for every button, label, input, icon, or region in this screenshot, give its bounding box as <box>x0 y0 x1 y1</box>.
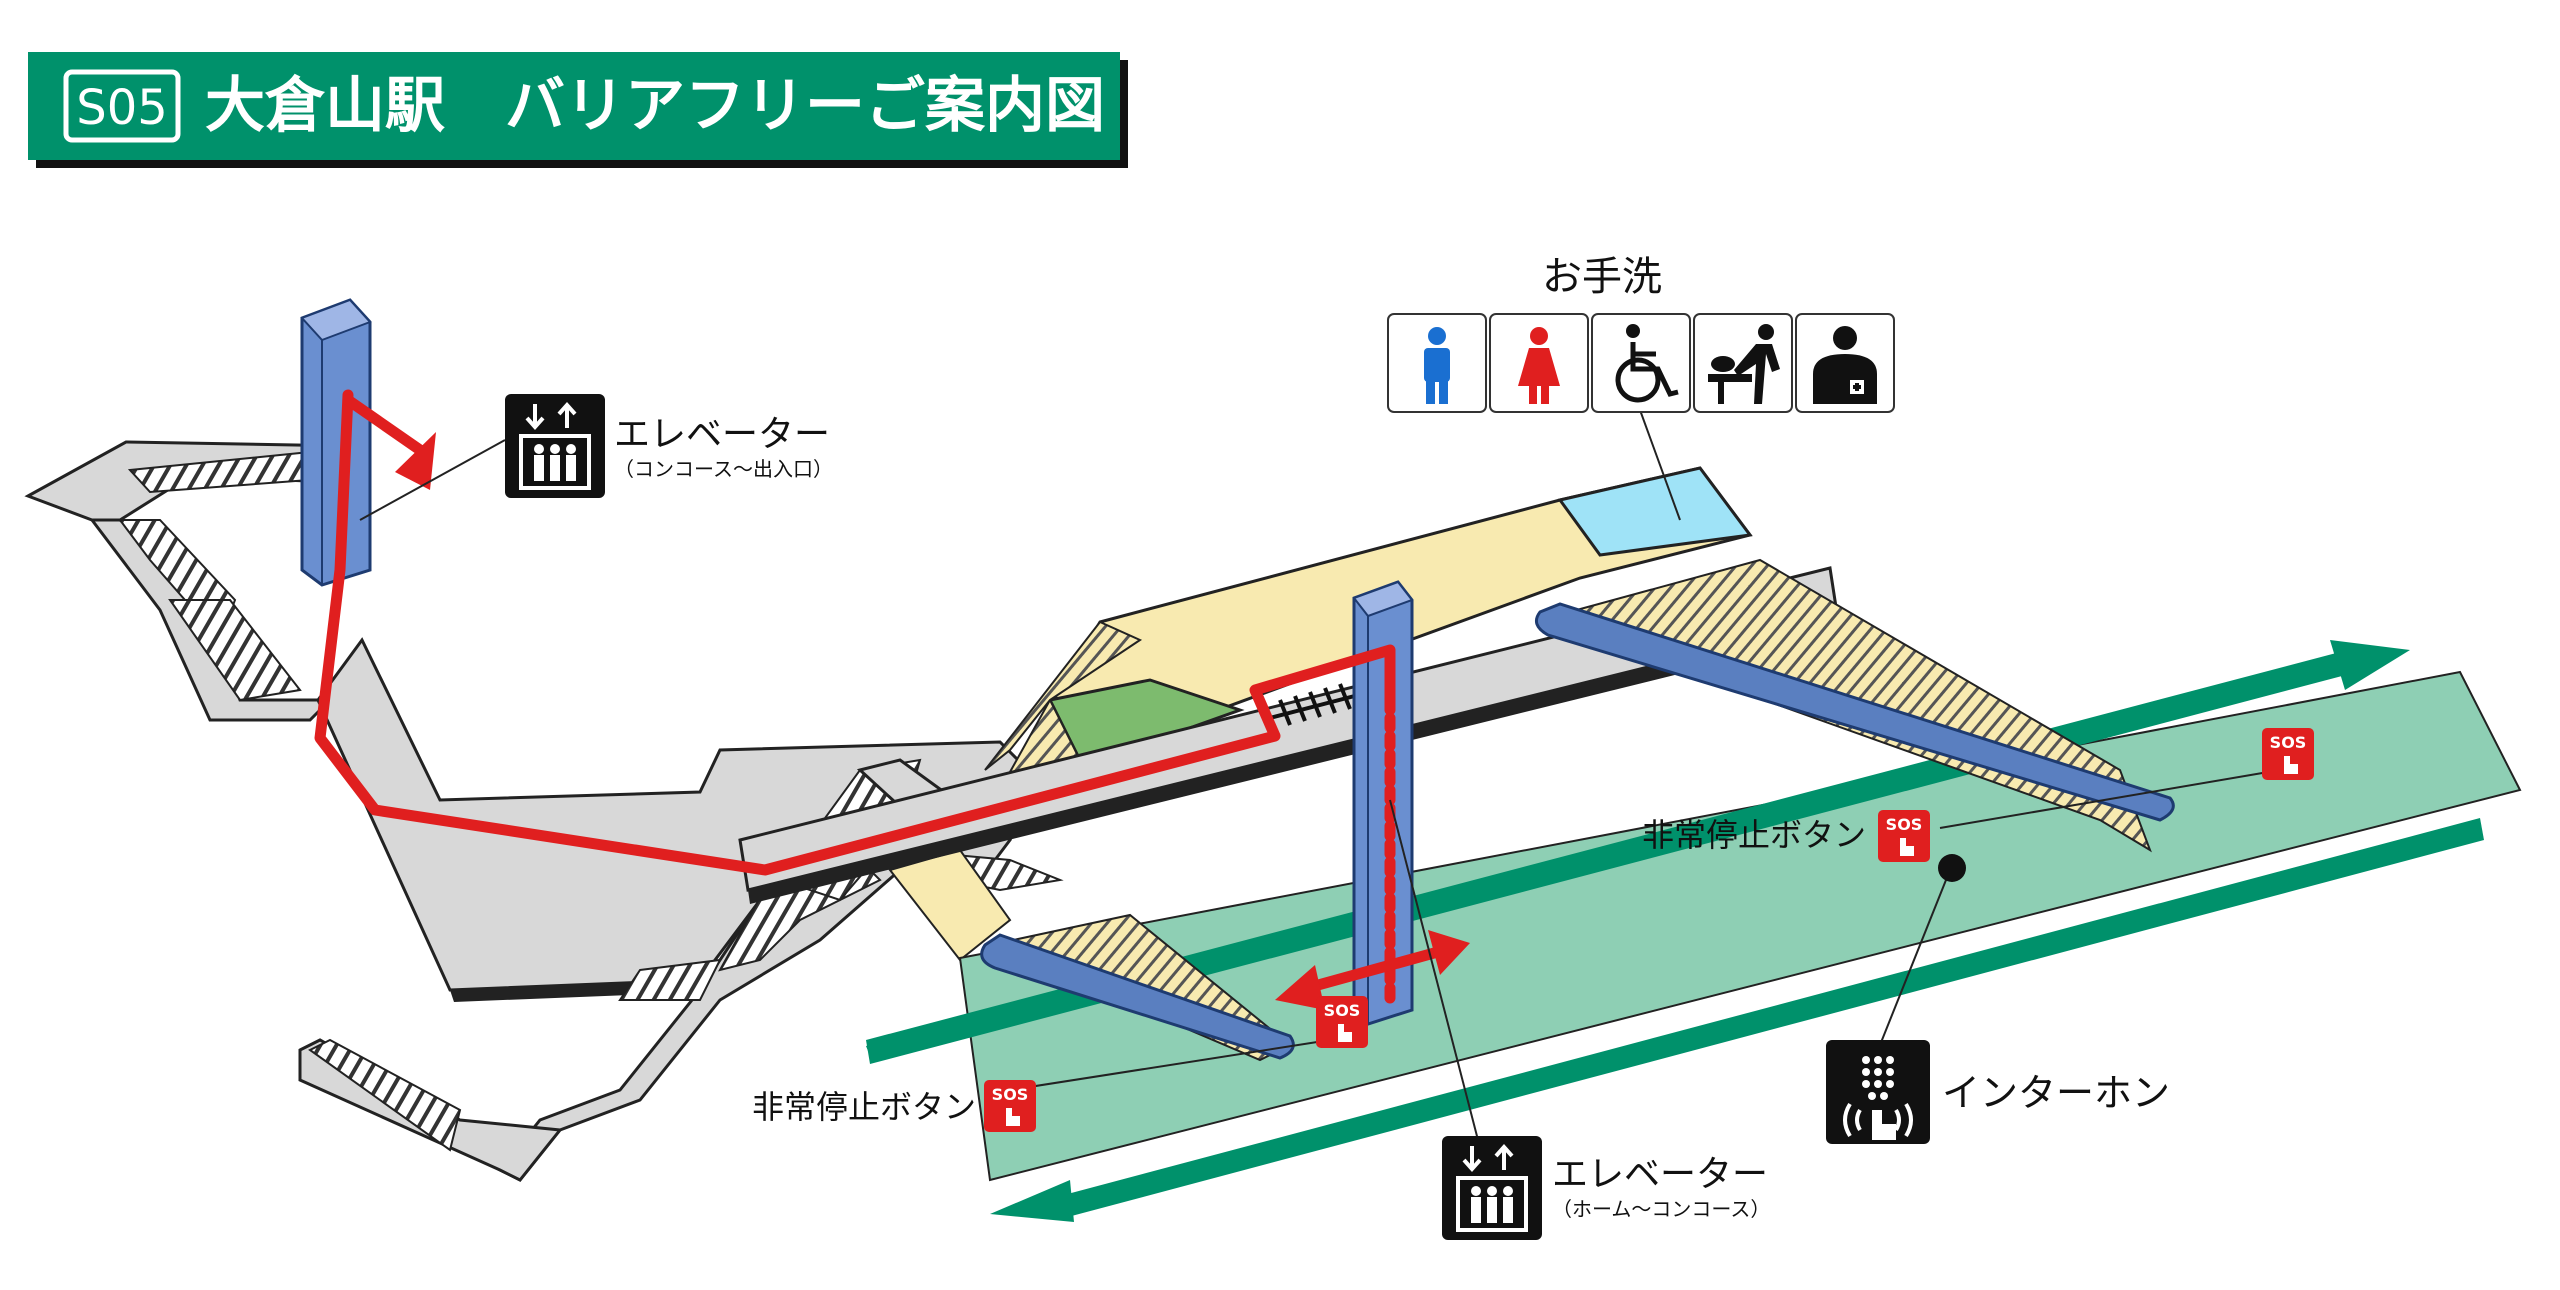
elevator-top-sub: （コンコース～出入口） <box>614 457 833 481</box>
svg-text:SOS: SOS <box>1324 1001 1361 1020</box>
elevator-top-title: エレベーター <box>614 414 830 455</box>
page-title: 大倉山駅 バリアフリーご案内図 <box>205 71 1105 141</box>
sos-icon: SOS <box>2262 728 2314 780</box>
concourse-area <box>24 440 1064 1182</box>
escalator-left <box>980 933 1295 1060</box>
route-double-arrow-icon <box>1275 930 1470 1010</box>
elevator-shafts <box>300 298 1414 1026</box>
elevator-icon <box>1442 1136 1542 1240</box>
wheelchair-icon <box>1615 324 1679 403</box>
sos-buttons: SOS SOS SOS SOS 非常停止ボタン 非常停止ボタン <box>752 728 2314 1132</box>
elevator-bottom-sub: （ホーム～コンコース） <box>1552 1197 1770 1221</box>
accessible-route <box>314 389 1396 1006</box>
intercom-title: インターホン <box>1942 1071 2170 1115</box>
ostomate-icon <box>1813 326 1877 404</box>
svg-text:SOS: SOS <box>1886 815 1923 834</box>
station-code: S05 <box>76 80 168 136</box>
baby-changing-icon <box>1708 324 1780 404</box>
escalators <box>980 558 2175 1062</box>
track-arrow-left-icon <box>990 1180 1074 1222</box>
header-bar <box>28 52 1120 160</box>
elevator-icon <box>505 394 605 498</box>
svg-text:SOS: SOS <box>992 1085 1029 1104</box>
toilet-label: お手洗 <box>1542 254 1662 300</box>
emergency-stop-label-right: 非常停止ボタン <box>1642 816 1866 854</box>
sos-icon: SOS <box>1316 996 1368 1048</box>
male-icon <box>1424 327 1450 404</box>
elevator-bottom-title: エレベーター <box>1552 1154 1768 1195</box>
female-icon <box>1518 327 1560 404</box>
svg-text:SOS: SOS <box>2270 733 2307 752</box>
sos-icon: SOS <box>984 1080 1036 1132</box>
sos-icon: SOS <box>1878 810 1930 862</box>
track-arrow-right-icon <box>2330 640 2410 690</box>
escalator-right <box>1534 602 2175 822</box>
emergency-stop-label-left: 非常停止ボタン <box>752 1088 976 1126</box>
elevator-bottom-label: エレベーター （ホーム～コンコース） <box>1442 1136 1770 1240</box>
station-code-box <box>63 69 181 143</box>
intercom-label: インターホン <box>1826 1040 2170 1144</box>
intercom-location-marker <box>1938 854 1966 882</box>
toilet-area <box>1557 466 1753 557</box>
route-arrow-down-icon <box>395 432 436 490</box>
elevator-top-label: エレベーター （コンコース～出入口） <box>505 394 833 498</box>
intercom-icon <box>1826 1040 1930 1144</box>
toilet-panel: お手洗 <box>1387 254 1895 413</box>
header: S05 大倉山駅 バリアフリーご案内図 <box>28 52 1128 168</box>
